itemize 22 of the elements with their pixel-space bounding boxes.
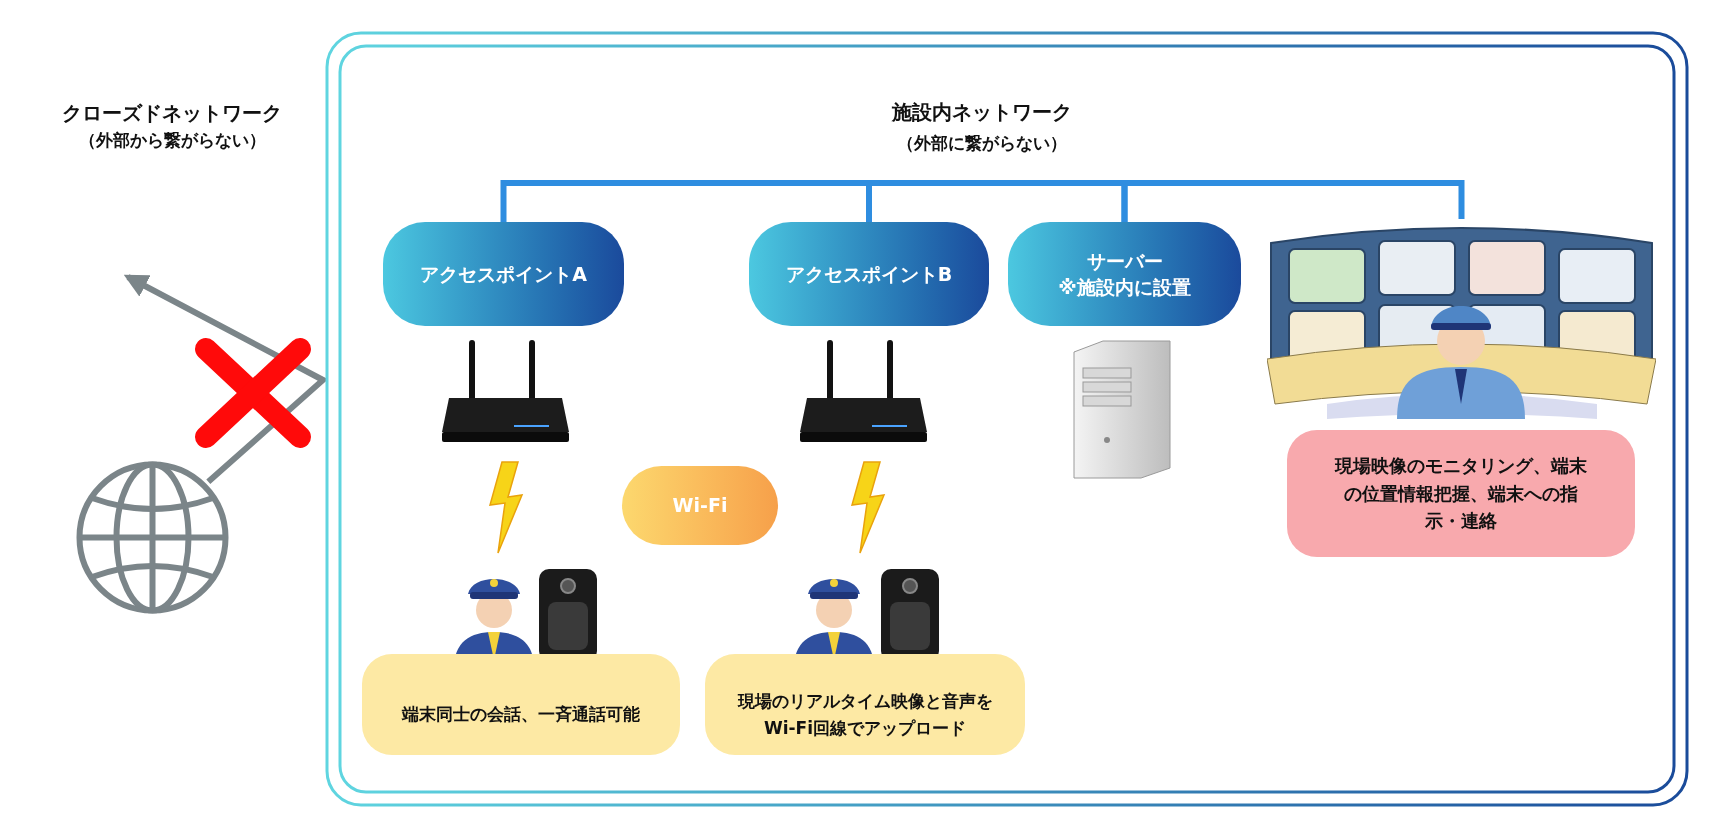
globe-icon — [75, 460, 230, 615]
pill-label: サーバー — [1086, 248, 1163, 274]
pill-label: アクセスポイントB — [785, 261, 953, 287]
description-box — [362, 654, 680, 755]
gradient-pill — [749, 222, 989, 326]
pill-label: アクセスポイントA — [420, 261, 587, 287]
description-box — [705, 654, 1025, 755]
network-subtitle: （外部から繋がらない） — [78, 130, 266, 150]
description-box — [1287, 430, 1635, 557]
description-text: 現場のリアルタイム映像と音声をWi-Fi回線でアップロード — [736, 690, 994, 740]
network-line — [1121, 180, 1465, 222]
pill-label: Wi-Fi — [672, 493, 728, 519]
description-text: 現場映像のモニタリング、端末の位置情報把握、端末への指示・連絡 — [1335, 453, 1587, 534]
description-text: 端末同士の会話、一斉通話可能 — [402, 703, 640, 727]
pill-label: ※施設内に設置 — [1058, 275, 1191, 300]
arrow — [123, 274, 329, 484]
network-title: クローズドネットワーク — [62, 101, 282, 125]
network-frame — [325, 31, 1689, 807]
network-title: 施設内ネットワーク — [892, 99, 1072, 126]
gradient-pill — [383, 222, 624, 326]
network-subtitle: （外部に繋がらない） — [897, 132, 1067, 155]
gradient-pill — [1008, 222, 1241, 326]
